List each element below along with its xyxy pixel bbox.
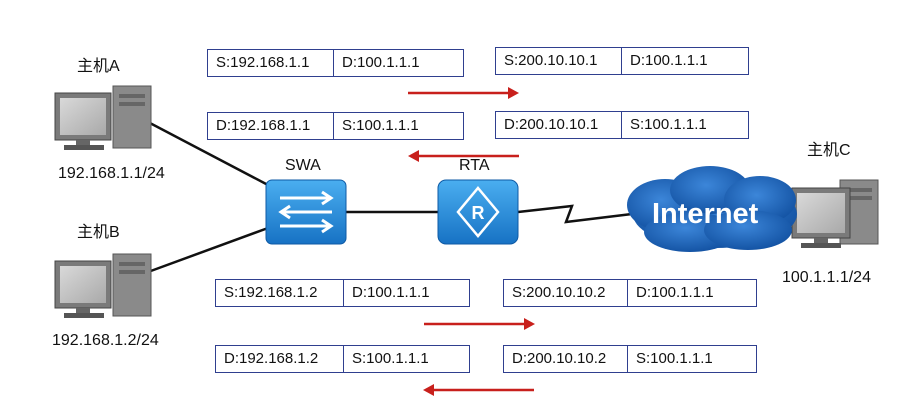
internet-cloud-icon: [627, 166, 797, 252]
table-cell: S:200.10.10.2: [503, 279, 628, 307]
table-cell: D:192.168.1.1: [207, 112, 334, 140]
table-cell: D:100.1.1.1: [622, 47, 749, 75]
pc-icon-host-c: [791, 179, 879, 248]
router-label: RTA: [459, 157, 490, 174]
pc-icon-host-b: [54, 253, 152, 318]
serial-link-icon: [517, 204, 633, 224]
host-b-ip: 192.168.1.2/24: [52, 332, 159, 349]
table-cell: S:100.1.1.1: [628, 345, 757, 373]
arrow-right-top-icon: [408, 87, 519, 99]
host-c-name: 主机C: [807, 142, 851, 159]
table-b-inbound-public: D:200.10.10.2 S:100.1.1.1: [503, 345, 757, 373]
table-a-outbound-public: S:200.10.10.1 D:100.1.1.1: [495, 47, 749, 75]
link-a-swa: [147, 120, 269, 187]
table-b-outbound-public: S:200.10.10.2 D:100.1.1.1: [503, 279, 757, 307]
table-b-outbound-private: S:192.168.1.2 D:100.1.1.1: [215, 279, 470, 307]
host-a-name: 主机A: [77, 58, 120, 75]
host-b-name: 主机B: [77, 224, 120, 241]
table-a-inbound-public: D:200.10.10.1 S:100.1.1.1: [495, 111, 749, 139]
host-a-ip: 192.168.1.1/24: [58, 165, 165, 182]
table-cell: D:100.1.1.1: [344, 279, 470, 307]
table-cell: D:192.168.1.2: [215, 345, 344, 373]
table-cell: S:192.168.1.2: [215, 279, 344, 307]
table-cell: S:100.1.1.1: [622, 111, 749, 139]
table-cell: S:100.1.1.1: [344, 345, 470, 373]
svg-text:R: R: [472, 203, 485, 223]
table-cell: D:200.10.10.1: [495, 111, 622, 139]
table-cell: S:200.10.10.1: [495, 47, 622, 75]
arrow-left-top-icon: [408, 150, 519, 162]
host-c-ip: 100.1.1.1/24: [782, 269, 871, 286]
switch-icon: [265, 179, 347, 245]
pc-icon-host-a: [54, 85, 152, 150]
table-cell: D:100.1.1.1: [334, 49, 464, 77]
table-cell: S:100.1.1.1: [334, 112, 464, 140]
arrow-left-bottom-icon: [423, 384, 534, 396]
switch-label: SWA: [285, 157, 321, 174]
link-b-swa: [147, 226, 269, 274]
table-cell: D:200.10.10.2: [503, 345, 628, 373]
internet-label: Internet: [652, 198, 759, 230]
table-a-outbound-private: S:192.168.1.1 D:100.1.1.1: [207, 49, 464, 77]
arrow-right-bottom-icon: [424, 318, 535, 330]
table-a-inbound-private: D:192.168.1.1 S:100.1.1.1: [207, 112, 464, 140]
table-cell: S:192.168.1.1: [207, 49, 334, 77]
table-cell: D:100.1.1.1: [628, 279, 757, 307]
router-icon: R: [437, 179, 519, 245]
table-b-inbound-private: D:192.168.1.2 S:100.1.1.1: [215, 345, 470, 373]
